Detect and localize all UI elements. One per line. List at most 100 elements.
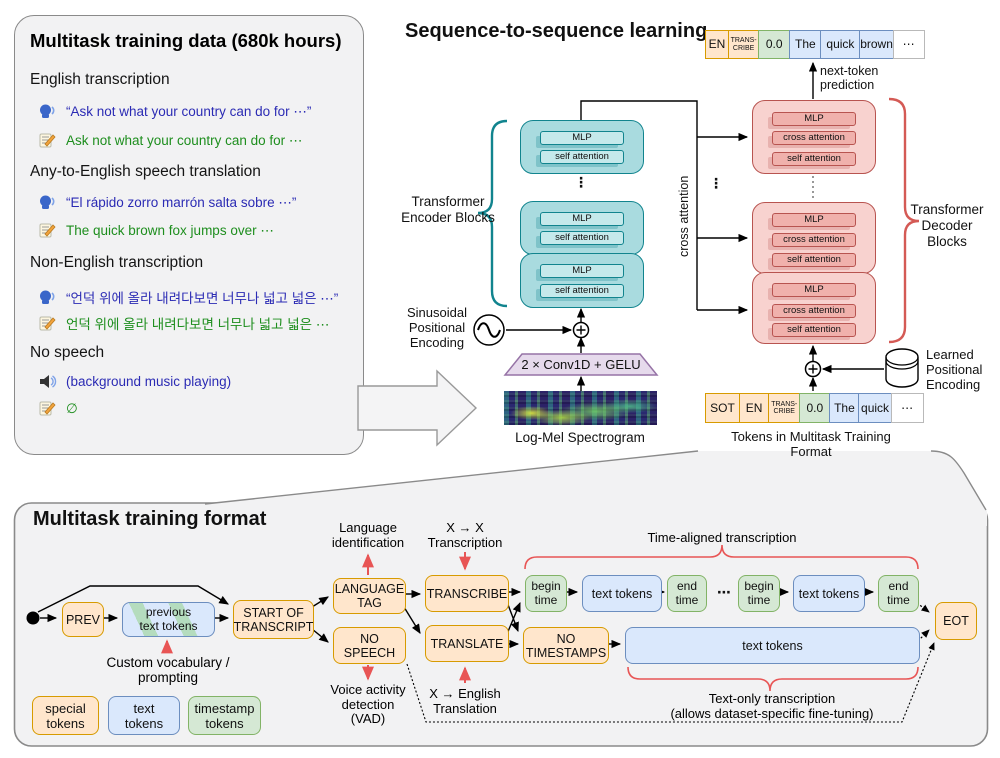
label-line: Positional [926, 362, 983, 377]
node-text: text tokens [798, 586, 860, 601]
token-cell: quick [858, 393, 893, 423]
legend-text: tokens [124, 715, 164, 731]
cross-attention-row: cross attention [772, 233, 856, 247]
language-id-label: Language identification [332, 520, 404, 550]
node-text: TAG [357, 596, 382, 610]
token-cell: The [788, 30, 822, 59]
speech-icon [40, 290, 55, 304]
node-text: TRANSCRIPT [233, 619, 314, 634]
mlp-row: MLP [540, 264, 624, 278]
learned-label: Learned Positional Encoding [926, 347, 982, 392]
token-cell: TRANS-CRIBE [727, 30, 760, 59]
database-cylinder-icon [885, 348, 919, 388]
big-text-tokens-node: text tokens [625, 627, 920, 664]
token-cell: ⋯ [890, 393, 924, 423]
format-ellipsis: ⋯ [717, 584, 731, 600]
transcript-sample-text: The quick brown fox jumps over ⋯ [66, 222, 274, 238]
legend-text: tokens [205, 715, 244, 731]
token-text: 0.0 [765, 37, 783, 51]
text-only-brace [627, 666, 919, 692]
mlp-row: MLP [540, 131, 624, 145]
token-cell: brown [859, 30, 895, 59]
node-text: time [534, 592, 558, 607]
node-text: time [747, 592, 771, 607]
memo-pencil-icon [39, 316, 56, 330]
spectrogram-caption: Log-Mel Spectrogram [515, 430, 645, 445]
data-panel-title: Multitask training data (680k hours) [30, 30, 342, 51]
legend-special-tokens: special tokens [32, 696, 99, 735]
node-text: NO [556, 631, 576, 646]
anno-line: X → English [429, 686, 501, 701]
anno-line: Translation [433, 701, 497, 716]
anno-line: identification [331, 535, 405, 550]
self-attention-row: self attention [772, 152, 856, 166]
previous-text-tokens-node: previous text tokens [122, 602, 215, 637]
log-mel-spectrogram [504, 391, 657, 425]
token-text: TRANS- [730, 37, 757, 44]
legend-text: timestamp [194, 700, 255, 716]
label-line: Encoding [926, 377, 981, 392]
cross-attention-row: cross attention [772, 304, 856, 318]
section-heading-translation: Any-to-English speech translation [30, 163, 261, 180]
decoder-block: MLP cross attention self attention [752, 100, 876, 174]
mlp-row: MLP [540, 212, 624, 226]
sinusoidal-label: Sinusoidal Positional Encoding [407, 305, 467, 350]
multitask-data-panel [14, 15, 364, 455]
text-tokens-node: text tokens [793, 575, 865, 612]
decoder-label-line: Decoder Blocks [921, 218, 973, 249]
label-line: Positional [408, 320, 466, 335]
speech-icon [40, 104, 55, 118]
time-aligned-label: Time-aligned transcription [647, 530, 797, 545]
node-text: PREV [65, 612, 101, 627]
tokens-caption: Tokens in Multitask Training Format [731, 429, 891, 459]
plus-circle-encoder [572, 321, 590, 339]
memo-pencil-icon [39, 133, 56, 148]
section-heading-non-english: Non-English transcription [30, 254, 204, 271]
node-text: TRANSCRIBE [426, 586, 508, 601]
data-row-transcript: The quick brown fox jumps over ⋯ [38, 221, 274, 240]
memo-pencil-icon [39, 401, 56, 416]
time-aligned-brace [524, 544, 919, 570]
data-row-audio: (background music playing) [38, 372, 231, 391]
legend-text-tokens: text tokens [108, 696, 180, 735]
node-text: previous [145, 605, 192, 619]
no-speech-node: NO SPEECH [333, 627, 406, 664]
node-text: LANGUAGE [334, 582, 405, 596]
token-text: quick [826, 37, 855, 51]
data-row-audio: “언덕 위에 올라 내려다보면 너무나 넓고 넓은 ⋯” [38, 287, 338, 307]
token-cell: EN [738, 393, 770, 423]
encoder-block: MLP self attention [520, 201, 644, 255]
encoder-ellipsis: ⋮ [574, 174, 588, 190]
audio-sample-text: “Ask not what your country can do for ⋯” [66, 103, 312, 119]
node-text: START OF [243, 605, 304, 620]
transcribe-node: TRANSCRIBE [425, 575, 509, 612]
begin-time-node: begin time [738, 575, 780, 612]
label-line: Learned [926, 347, 974, 362]
audio-sample-text: “언덕 위에 올라 내려다보면 너무나 넓고 넓은 ⋯” [66, 291, 339, 306]
audio-sample-text: (background music playing) [66, 374, 232, 389]
memo-pencil-icon [39, 223, 56, 238]
start-of-transcript-node: START OF TRANSCRIPT [233, 600, 314, 639]
data-row-transcript: Ask not what your country can do for ⋯ [38, 131, 302, 150]
begin-time-node: begin time [525, 575, 567, 612]
token-cell: TRANS-CRIBE [768, 393, 801, 423]
conv1d-label: 2 × Conv1D + GELU [521, 357, 641, 372]
transcript-sample-text: ∅ [66, 400, 78, 416]
decoder-label-line: Transformer [910, 202, 984, 217]
section-heading-no-speech: No speech [30, 344, 105, 361]
node-text: TRANSLATE [430, 636, 504, 651]
x-to-x-label: X → X Transcription [428, 520, 503, 550]
self-attention-row: self attention [772, 253, 856, 267]
node-text: EOT [943, 614, 969, 628]
vad-label: Voice activity detection (VAD) [330, 682, 405, 727]
anno-line: Language [339, 520, 397, 535]
token-text: quick [861, 400, 890, 415]
token-cell: quick [820, 30, 861, 59]
token-text: EN [745, 400, 763, 415]
token-text: TRANS- [771, 400, 798, 408]
node-text: begin [531, 579, 561, 593]
token-cell: EN [705, 30, 729, 59]
next-token-line: prediction [820, 78, 875, 92]
anno-line: prompting [137, 670, 199, 685]
